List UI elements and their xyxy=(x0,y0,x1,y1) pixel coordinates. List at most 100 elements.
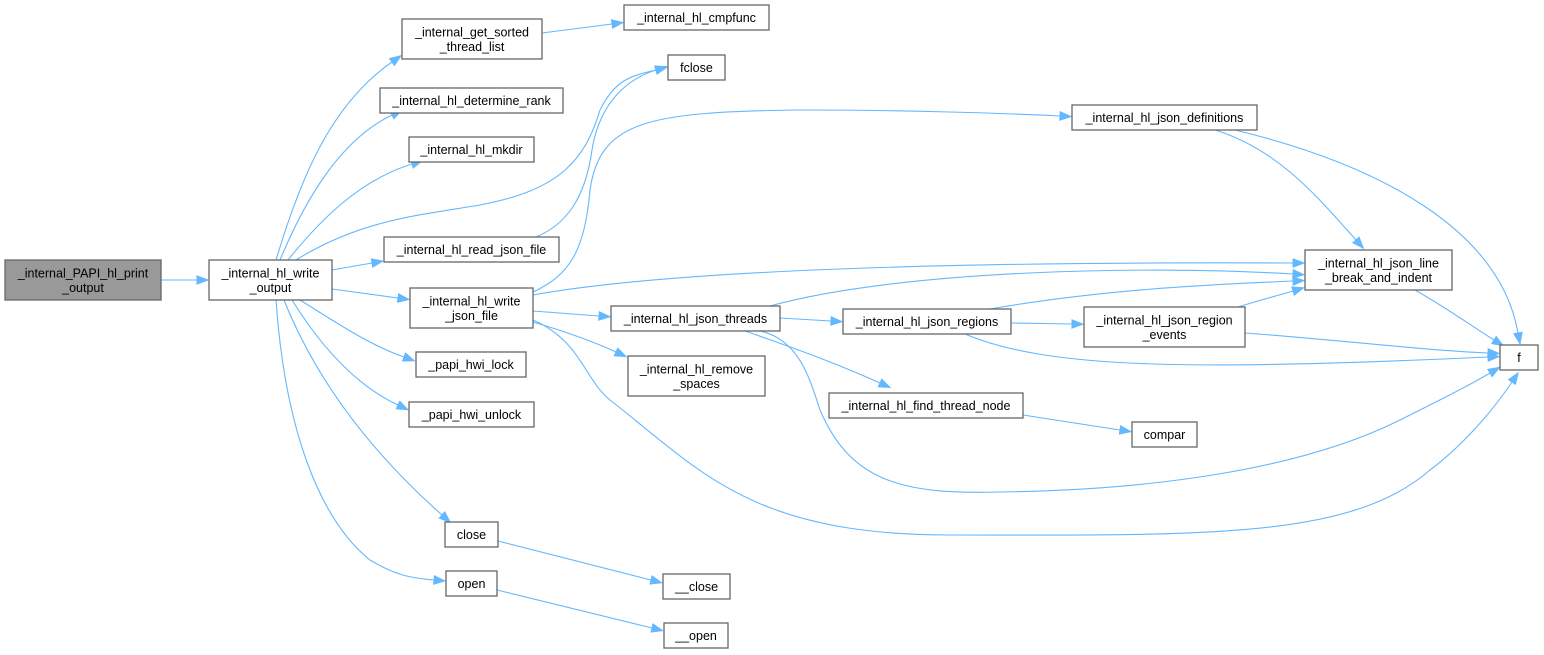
edge-line xyxy=(744,330,881,384)
edge-line xyxy=(1022,414,1121,431)
node-determine-rank[interactable]: _internal_hl_determine_rank xyxy=(379,87,564,114)
edge-line xyxy=(497,540,652,581)
edge-line xyxy=(535,69,657,238)
edge-line xyxy=(532,109,1061,293)
edge-read_json-to-fclose xyxy=(535,65,668,238)
node-box[interactable] xyxy=(623,4,770,31)
node-box[interactable] xyxy=(1071,104,1258,131)
node-label: _internal_hl_json_region xyxy=(1095,313,1232,327)
node-box[interactable] xyxy=(415,351,527,378)
node-line-break[interactable]: _internal_hl_json_line_break_and_indent xyxy=(1304,249,1453,291)
node-label: open xyxy=(458,577,486,591)
node-box[interactable] xyxy=(379,87,564,114)
node-label: _output xyxy=(249,281,292,295)
arrowhead-icon xyxy=(1071,319,1085,329)
node-box[interactable] xyxy=(401,18,543,60)
edge-line xyxy=(1214,129,1357,241)
arrowhead-icon xyxy=(653,65,668,75)
edge-line xyxy=(964,333,1489,366)
node-label: __close xyxy=(674,580,718,594)
arrowhead-icon xyxy=(598,311,612,321)
edge-write_output-to-hwi_unlock xyxy=(291,299,410,411)
node-find-thread-node[interactable]: _internal_hl_find_thread_node xyxy=(828,392,1024,419)
node-hwi-unlock[interactable]: _papi_hwi_unlock xyxy=(408,401,535,428)
node-box[interactable] xyxy=(610,305,781,332)
node-label: compar xyxy=(1144,428,1186,442)
node-open[interactable]: open xyxy=(445,570,498,597)
node-json-regions[interactable]: _internal_hl_json_regions xyxy=(842,308,1012,335)
edge-line xyxy=(279,114,393,261)
arrowhead-icon xyxy=(388,54,403,67)
node-box[interactable] xyxy=(663,622,729,649)
node-box[interactable] xyxy=(667,54,726,81)
node-read-json[interactable]: _internal_hl_read_json_file xyxy=(383,236,560,263)
edge-line xyxy=(779,317,832,322)
edge-write_json-to-line_break xyxy=(532,258,1306,296)
arrowhead-icon xyxy=(610,19,625,29)
node-label: _internal_PAPI_hl_print xyxy=(17,266,149,280)
node-box[interactable] xyxy=(208,259,333,301)
edge-write_output-to-close xyxy=(283,299,452,524)
node-get-sorted[interactable]: _internal_get_sorted_thread_list xyxy=(401,18,543,60)
edge-close-to-__close xyxy=(497,540,664,585)
arrowhead-icon xyxy=(1490,335,1505,347)
node-f[interactable]: f xyxy=(1499,344,1539,371)
node-label: _internal_hl_remove xyxy=(639,362,753,376)
arrowhead-icon xyxy=(1487,366,1501,378)
node-label: _internal_hl_mkdir xyxy=(419,143,522,157)
node-mkdir[interactable]: _internal_hl_mkdir xyxy=(408,136,535,163)
arrowhead-icon xyxy=(395,400,410,411)
node-box[interactable] xyxy=(627,355,766,397)
node-box[interactable] xyxy=(828,392,1024,419)
node-box[interactable] xyxy=(383,236,560,263)
node-box[interactable] xyxy=(662,573,731,600)
node-print-output[interactable]: _internal_PAPI_hl_print_output xyxy=(4,259,162,301)
edge-json_threads-to-line_break xyxy=(769,269,1306,307)
edge-write_output-to-hwi_lock xyxy=(299,299,416,362)
edge-line xyxy=(1234,129,1519,334)
node-json-definitions[interactable]: _internal_hl_json_definitions xyxy=(1071,104,1258,131)
node-box[interactable] xyxy=(1499,344,1539,371)
edge-line xyxy=(299,299,405,358)
node-cmpfunc[interactable]: _internal_hl_cmpfunc xyxy=(623,4,770,31)
node-label: fclose xyxy=(680,61,713,75)
edge-write_output-to-write_json xyxy=(331,288,411,303)
node-box[interactable] xyxy=(408,401,535,428)
node-json-threads[interactable]: _internal_hl_json_threads xyxy=(610,305,781,332)
node-close[interactable]: __close xyxy=(662,573,731,600)
node-box[interactable] xyxy=(445,570,498,597)
edge-open-to-__open xyxy=(496,589,665,633)
node-label: __open xyxy=(674,629,717,643)
edge-line xyxy=(532,310,600,317)
edge-line xyxy=(1010,322,1073,325)
node-box[interactable] xyxy=(409,287,534,329)
node-hwi-lock[interactable]: _papi_hwi_lock xyxy=(415,351,527,378)
edge-write_output-to-read_json xyxy=(331,258,385,271)
arrowhead-icon xyxy=(1059,111,1073,121)
edge-region_events-to-f xyxy=(1244,332,1501,358)
node-open[interactable]: __open xyxy=(663,622,729,649)
node-write-json[interactable]: _internal_hl_write_json_file xyxy=(409,287,534,329)
node-region-events[interactable]: _internal_hl_json_region_events xyxy=(1083,306,1246,348)
node-box[interactable] xyxy=(842,308,1012,335)
edge-line xyxy=(291,299,399,406)
node-remove-spaces[interactable]: _internal_hl_remove_spaces xyxy=(627,355,766,397)
arrowhead-icon xyxy=(1292,269,1306,279)
node-fclose[interactable]: fclose xyxy=(667,54,726,81)
node-box[interactable] xyxy=(444,521,499,548)
edge-json_regions-to-line_break xyxy=(989,276,1306,310)
node-box[interactable] xyxy=(1083,306,1246,348)
node-box[interactable] xyxy=(1131,421,1198,448)
node-write-output[interactable]: _internal_hl_write_output xyxy=(208,259,333,301)
edge-write_output-to-open xyxy=(275,299,447,585)
node-box[interactable] xyxy=(408,136,535,163)
node-close[interactable]: close xyxy=(444,521,499,548)
node-box[interactable] xyxy=(4,259,162,301)
node-label: _internal_hl_json_line xyxy=(1317,256,1439,270)
edge-line xyxy=(532,262,1294,296)
node-compar[interactable]: compar xyxy=(1131,421,1198,448)
node-box[interactable] xyxy=(1304,249,1453,291)
arrowhead-icon xyxy=(613,347,628,358)
edge-line xyxy=(541,23,613,34)
